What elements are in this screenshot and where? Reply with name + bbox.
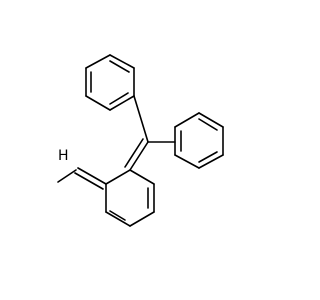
double-bond-inner — [198, 118, 218, 131]
bond — [129, 211, 155, 227]
cyclohexadiene-ring — [105, 169, 155, 227]
bond — [85, 54, 111, 69]
atom-label-h: H — [58, 148, 69, 164]
bond — [129, 169, 155, 185]
bond — [174, 154, 200, 169]
double-bond-inner — [109, 210, 126, 221]
bond — [85, 95, 111, 111]
bond — [198, 154, 224, 169]
double-bond — [129, 141, 149, 171]
double-bond — [124, 138, 144, 168]
double-bond — [77, 167, 107, 185]
double-bond — [74, 172, 104, 190]
bond — [198, 112, 224, 128]
molecule-structure: H — [57, 54, 224, 227]
bond — [109, 54, 135, 69]
bond — [57, 169, 77, 183]
bond — [174, 112, 200, 128]
ethylidene-group — [57, 167, 107, 190]
bond — [109, 95, 135, 111]
phenyl-ring-top — [85, 54, 135, 111]
phenyl-ring-right — [174, 112, 224, 169]
central-carbon-bonds — [124, 95, 176, 171]
double-bond-inner — [109, 92, 129, 105]
bond — [105, 169, 131, 185]
double-bond-inner — [109, 60, 130, 73]
bond — [133, 95, 149, 143]
bond — [105, 211, 131, 227]
double-bond-inner — [198, 151, 218, 163]
